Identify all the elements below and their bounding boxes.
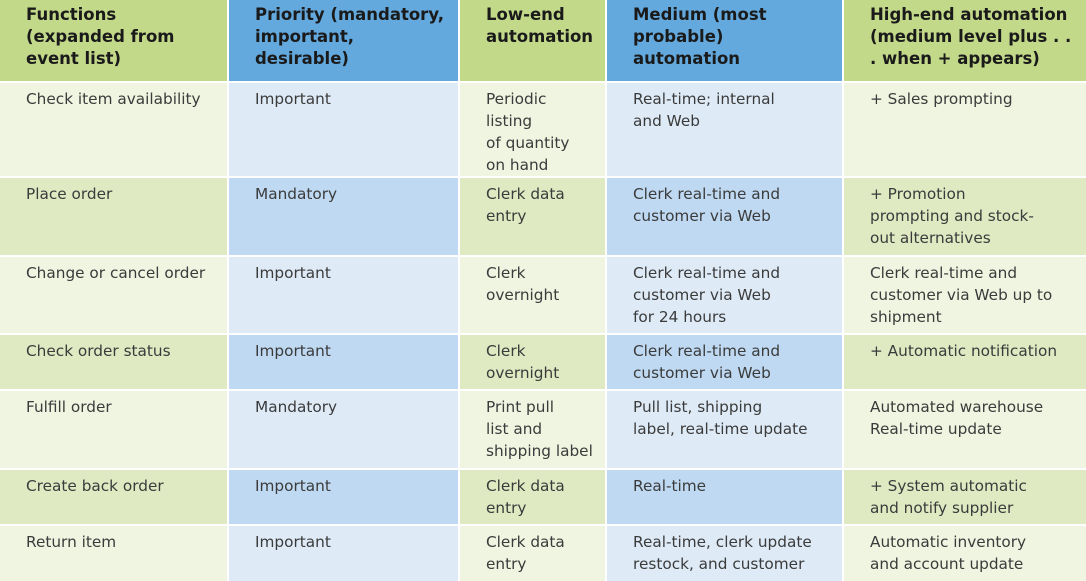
cell-priority: Important xyxy=(229,335,460,391)
cell-function: Create back order xyxy=(0,470,229,526)
cell-high-end: Automated warehouse Real-time update xyxy=(844,391,1086,470)
cell-low-end: Periodic listing of quantity on hand xyxy=(460,83,607,178)
table-row: Check item availability Important Period… xyxy=(0,83,1086,178)
cell-priority: Important xyxy=(229,83,460,178)
cell-low-end: Clerk data entry xyxy=(460,178,607,257)
table-row: Change or cancel order Important Clerk o… xyxy=(0,257,1086,335)
table-row: Return item Important Clerk data entry R… xyxy=(0,526,1086,581)
table-row: Create back order Important Clerk data e… xyxy=(0,470,1086,526)
table-row: Place order Mandatory Clerk data entry C… xyxy=(0,178,1086,257)
cell-function: Fulfill order xyxy=(0,391,229,470)
cell-high-end: Clerk real-time and customer via Web up … xyxy=(844,257,1086,335)
header-low-end: Low-end automation xyxy=(460,0,607,83)
cell-high-end: + Automatic notification xyxy=(844,335,1086,391)
cell-low-end: Print pull list and shipping label xyxy=(460,391,607,470)
header-functions: Functions (expanded from event list) xyxy=(0,0,229,83)
cell-medium: Clerk real-time and customer via Web xyxy=(607,335,844,391)
cell-high-end: + System automatic and notify supplier xyxy=(844,470,1086,526)
cell-function: Place order xyxy=(0,178,229,257)
cell-medium: Real-time; internal and Web xyxy=(607,83,844,178)
cell-low-end: Clerk data entry xyxy=(460,526,607,581)
cell-low-end: Clerk overnight xyxy=(460,257,607,335)
cell-function: Check item availability xyxy=(0,83,229,178)
cell-priority: Mandatory xyxy=(229,391,460,470)
cell-function: Return item xyxy=(0,526,229,581)
cell-medium: Clerk real-time and customer via Web for… xyxy=(607,257,844,335)
cell-medium: Real-time xyxy=(607,470,844,526)
cell-priority: Important xyxy=(229,257,460,335)
cell-high-end: + Promotion prompting and stock- out alt… xyxy=(844,178,1086,257)
cell-high-end: + Sales prompting xyxy=(844,83,1086,178)
cell-low-end: Clerk data entry xyxy=(460,470,607,526)
table-body: Check item availability Important Period… xyxy=(0,83,1086,581)
cell-priority: Important xyxy=(229,526,460,581)
table-header: Functions (expanded from event list) Pri… xyxy=(0,0,1086,83)
cell-medium: Real-time, clerk update restock, and cus… xyxy=(607,526,844,581)
cell-medium: Clerk real-time and customer via Web xyxy=(607,178,844,257)
header-priority: Priority (mandatory, important, desirabl… xyxy=(229,0,460,83)
header-row: Functions (expanded from event list) Pri… xyxy=(0,0,1086,83)
cell-medium: Pull list, shipping label, real-time upd… xyxy=(607,391,844,470)
cell-function: Check order status xyxy=(0,335,229,391)
cell-high-end: Automatic inventory and account update xyxy=(844,526,1086,581)
table-row: Check order status Important Clerk overn… xyxy=(0,335,1086,391)
cell-priority: Mandatory xyxy=(229,178,460,257)
header-high-end: High-end automation (medium level plus .… xyxy=(844,0,1086,83)
cell-priority: Important xyxy=(229,470,460,526)
cell-function: Change or cancel order xyxy=(0,257,229,335)
cell-low-end: Clerk overnight xyxy=(460,335,607,391)
table-row: Fulfill order Mandatory Print pull list … xyxy=(0,391,1086,470)
header-medium: Medium (most probable) automation xyxy=(607,0,844,83)
